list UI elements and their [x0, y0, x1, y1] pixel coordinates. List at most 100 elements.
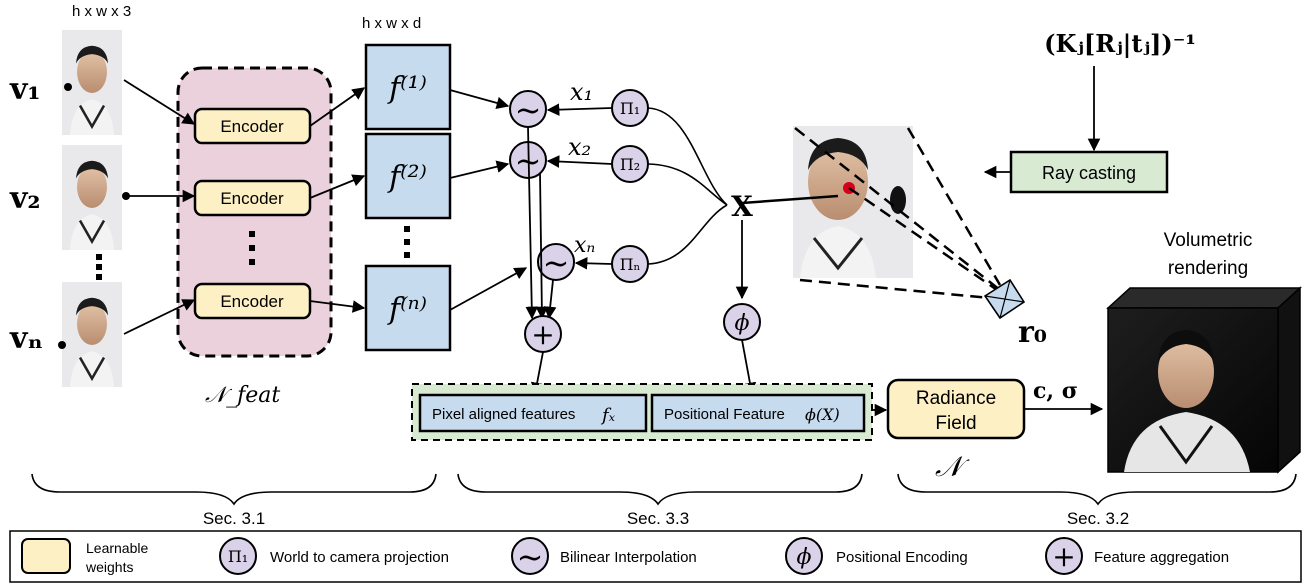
ray-casting-label: Ray casting	[1042, 163, 1136, 183]
input-label-v1: v₁	[9, 72, 41, 107]
encoder-label-1: Encoder	[220, 117, 284, 136]
radiance-field-line1: Radiance	[916, 388, 996, 409]
arrow-encoder1-feature	[309, 87, 366, 127]
interp-icon	[511, 537, 549, 575]
frustum-center-ray	[848, 186, 1001, 294]
positional-feature-block	[650, 393, 866, 433]
legend-item-projection: Π₁ World to camera projection	[219, 537, 449, 575]
input-label-v2: v₂	[9, 181, 41, 216]
section-label-3-3: Sec. 3.3	[627, 509, 689, 528]
volumetric-label-line1: Volumetric	[1164, 230, 1253, 251]
positional-feature-label: Positional Feature	[664, 406, 785, 423]
arrow-interp2-aggregate	[535, 172, 549, 320]
positional-feature-symbol: ϕ(X)	[805, 405, 840, 424]
curve-x-proj2	[647, 163, 728, 206]
curve-x-projn	[647, 204, 728, 265]
arrow-encodern-feature	[309, 300, 366, 313]
frustum-bottom-left	[799, 278, 991, 300]
arrow-interpn-aggregate	[543, 279, 557, 320]
volumetric-render-cube	[1106, 286, 1302, 474]
svg-text:ϕ: ϕ	[735, 311, 750, 336]
section-label-3-2: Sec. 3.2	[1067, 509, 1129, 528]
interp-node-n: ~	[537, 243, 575, 282]
arrow-proj2-interp	[546, 155, 613, 168]
arrow-proj1-interp	[546, 103, 613, 116]
radiance-field-symbol: 𝒩	[935, 450, 970, 483]
arrow-featuren-interp	[449, 267, 528, 311]
projection-node-1: Π₁	[611, 89, 649, 127]
frustum-top-right	[906, 127, 1002, 286]
interp-node-1: ~	[509, 90, 547, 129]
encoder-block-1: Encoder	[193, 107, 312, 145]
section-brace-3-1	[31, 473, 437, 506]
svg-text:Π₂: Π₂	[620, 155, 640, 174]
svg-text:Πₙ: Πₙ	[620, 255, 641, 274]
point-label: X	[731, 190, 753, 223]
projection-node-2: Π₂	[611, 145, 649, 183]
input-label-vn: vₙ	[9, 321, 43, 356]
feature-size-label: h x w x d	[362, 15, 421, 32]
volumetric-label-line2: rendering	[1168, 258, 1248, 279]
encoder-group-label: 𝒩_feat	[205, 383, 280, 408]
legend-learnable-line1: Learnable	[86, 540, 148, 556]
phi-icon	[785, 537, 823, 575]
svg-text:Π₁: Π₁	[228, 547, 248, 566]
plus-icon	[1045, 537, 1083, 575]
arrow-encoder2-feature	[309, 174, 366, 199]
encoder-label-n: Encoder	[220, 292, 284, 311]
coord-label-n: xₙ	[574, 233, 595, 258]
feature-map-n	[364, 264, 452, 352]
arrow-projn-interp	[574, 257, 613, 270]
legend-item-interp: ~ Bilinear Interpolation	[511, 537, 697, 576]
radiance-field-line2: Field	[935, 413, 976, 434]
svg-text:~: ~	[515, 91, 542, 129]
radiance-output-label: c, σ	[1033, 378, 1078, 404]
aggregate-node: +	[524, 315, 562, 353]
camera-matrix-label: (Kⱼ[Rⱼ|tⱼ])⁻¹	[1044, 29, 1196, 58]
arrow-feature2-interp	[449, 160, 510, 179]
pixel-features-block	[418, 393, 648, 433]
input-image-n	[60, 280, 124, 389]
view-point-n	[58, 341, 66, 349]
rendered-view-image	[793, 126, 913, 278]
projection-icon	[219, 537, 257, 575]
frustum-top-left	[794, 127, 1001, 291]
pixel-features-label: Pixel aligned features	[432, 406, 575, 423]
arrow-viewn-encoder	[123, 299, 196, 335]
legend-projection-label: World to camera projection	[270, 549, 449, 566]
feature-map-label-1: f⁽¹⁾	[387, 71, 427, 106]
svg-text:+: +	[1052, 540, 1075, 573]
positional-node: ϕ	[723, 303, 761, 341]
section-brace-3-3	[457, 473, 863, 506]
coord-label-2: x₂	[568, 133, 591, 161]
svg-text:~: ~	[543, 244, 570, 282]
arrow-feature1-interp	[449, 89, 510, 110]
legend-interp-label: Bilinear Interpolation	[560, 549, 697, 566]
feature-map-label-2: f⁽²⁾	[387, 160, 427, 195]
input-size-label: h x w x 3	[72, 3, 131, 20]
feature-map-label-n: f⁽ⁿ⁾	[387, 292, 427, 327]
feature-map-2	[364, 132, 452, 220]
projection-node-n: Πₙ	[611, 245, 649, 283]
section-label-3-1: Sec. 3.1	[203, 509, 265, 528]
legend-item-learnable: Learnable weights	[21, 538, 148, 575]
feature-ellipsis	[404, 226, 410, 258]
view-point-1	[64, 83, 72, 91]
ray-segment	[741, 194, 839, 205]
input-image-1	[60, 28, 124, 137]
svg-text:Π₁: Π₁	[620, 99, 640, 118]
learnable-swatch-icon	[21, 538, 71, 574]
legend-aggregation-label: Feature aggregation	[1094, 549, 1229, 566]
ray-casting-block	[1009, 150, 1169, 194]
encoder-ellipsis	[249, 231, 255, 265]
encoder-label-2: Encoder	[220, 189, 284, 208]
camera-icon	[983, 278, 1026, 320]
curve-x-proj1	[647, 107, 728, 206]
input-ellipsis	[96, 254, 102, 280]
encoder-block-n: Encoder	[193, 282, 312, 320]
section-brace-3-2	[897, 473, 1297, 506]
svg-text:ϕ: ϕ	[797, 545, 812, 570]
coord-label-1: x₁	[570, 78, 593, 106]
svg-text:~: ~	[517, 538, 544, 576]
